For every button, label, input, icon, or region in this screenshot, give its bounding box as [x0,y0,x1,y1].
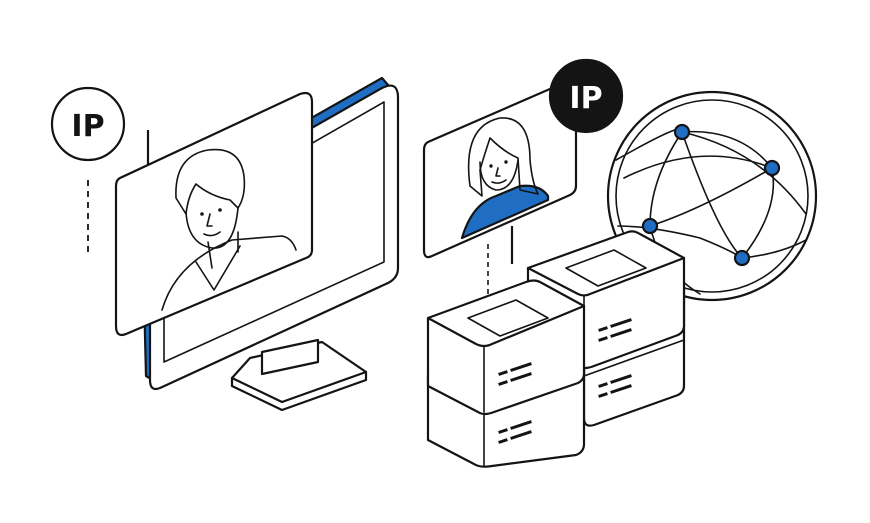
video-card-left [114,91,314,337]
ip-badge-right-label: IP [569,81,602,116]
ip-badge-left-label: IP [71,109,104,144]
server-stack-icon [426,279,586,468]
ip-badge-left: IP [50,86,126,252]
monitor-stand [230,338,368,412]
user-avatar-icon [460,117,550,240]
ip-badge-right: IP [548,58,624,134]
user-avatar-icon [161,148,297,311]
